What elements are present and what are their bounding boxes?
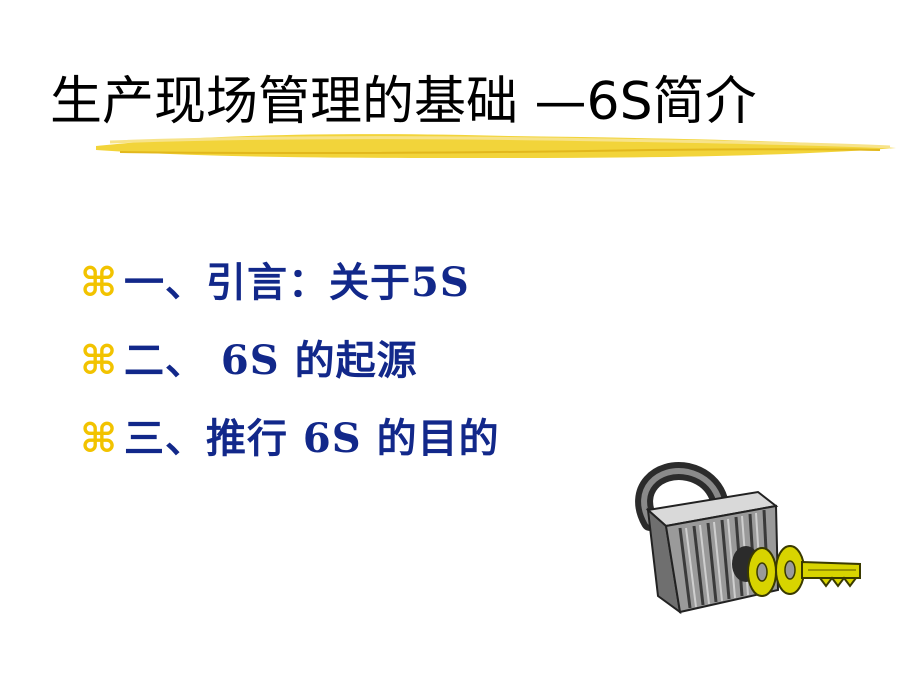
bullet-text: 二、 6S 的起源 — [124, 337, 418, 384]
bullet-text: 一、引言：关于5S — [124, 259, 470, 306]
bullet-glyph: ⌘ — [80, 260, 118, 306]
bullet-glyph: ⌘ — [80, 338, 118, 384]
bullet-list: ⌘ 一、引言：关于5S ⌘ 二、 6S 的起源 ⌘ 三、推行 6S 的目的 — [80, 244, 500, 478]
bullet-item-intro: ⌘ 一、引言：关于5S — [80, 244, 500, 322]
slide-title: 生产现场管理的基础 —6S简介 — [50, 72, 757, 132]
bullet-item-purpose: ⌘ 三、推行 6S 的目的 — [80, 400, 500, 478]
bullet-item-origin: ⌘ 二、 6S 的起源 — [80, 322, 500, 400]
title-underline-brush — [96, 134, 896, 158]
bullet-glyph: ⌘ — [80, 416, 118, 462]
padlock-with-key-icon — [635, 462, 861, 615]
bullet-text: 三、推行 6S 的目的 — [124, 415, 500, 462]
